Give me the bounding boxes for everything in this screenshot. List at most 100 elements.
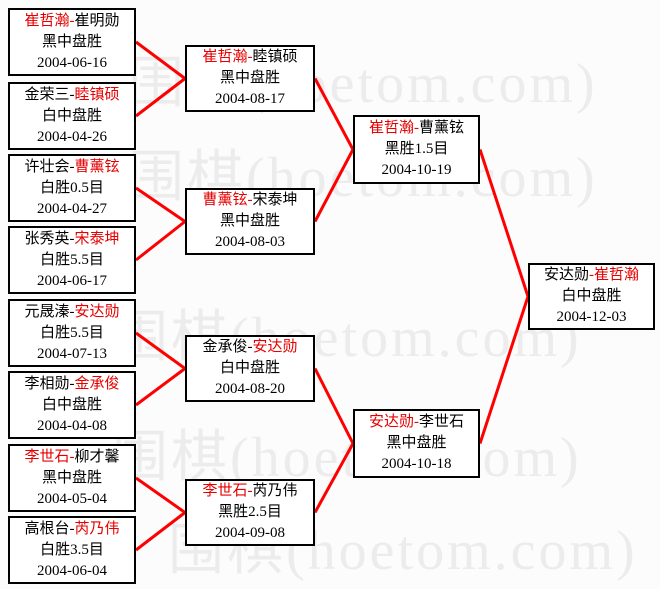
winner-name: 李世石- [202, 483, 253, 499]
match-result: 黑中盘胜 [386, 435, 447, 451]
match-players: 安达勋-崔哲瀚 [530, 265, 653, 286]
player-name: 许壮会- [24, 158, 75, 175]
match-box-r2-4: 李世石-芮乃伟黑胜2.5目 2004-09-08 [185, 479, 315, 546]
player-name: 元晟溱- [24, 303, 75, 320]
winner-name: -崔哲瀚 [589, 267, 639, 283]
bracket-connector-line [478, 296, 530, 444]
bracket-connector-line [135, 511, 186, 552]
match-players: 许壮会-曹薰铉 [10, 157, 134, 178]
match-date: 2004-08-17 [215, 91, 285, 107]
match-players: 金承俊-安达勋 [187, 337, 313, 358]
bracket-connector-line [135, 77, 186, 118]
match-result: 黑胜1.5目 [384, 141, 449, 157]
match-result: 白中盘胜 [219, 360, 280, 376]
match-box-r2-1: 崔哲瀚-睦镇硕黑中盘胜 2004-08-17 [185, 45, 315, 112]
match-box-r4-1: 安达勋-崔哲瀚白中盘胜 2004-12-03 [528, 263, 655, 330]
match-date: 2004-08-03 [215, 234, 285, 250]
player-name: 张秀英- [24, 230, 75, 247]
match-result: 黑中盘胜 [219, 213, 280, 229]
match-date: 2004-08-20 [215, 381, 285, 397]
match-date: 2004-06-16 [37, 54, 107, 71]
match-result: 黑中盘胜 [41, 469, 102, 486]
match-date: 2004-06-17 [37, 272, 107, 289]
winner-name: 金承俊 [74, 375, 120, 392]
match-result: 白中盘胜 [41, 396, 102, 413]
match-players: 崔哲瀚-睦镇硕 [187, 47, 313, 68]
match-players: 张秀英-宋泰坤 [10, 229, 134, 250]
match-result: 白胜5.5目 [40, 324, 104, 341]
bracket-connector-line [135, 40, 186, 80]
match-date: 2004-04-27 [37, 200, 107, 217]
match-result: 白中盘胜 [561, 288, 622, 304]
winner-name: 崔哲瀚- [24, 12, 75, 29]
bracket-connector-line [313, 442, 355, 514]
match-date: 2004-05-04 [37, 490, 107, 507]
bracket-connector-line [135, 331, 186, 370]
match-result: 白胜5.5目 [40, 251, 104, 268]
winner-name: 睦镇硕 [74, 86, 120, 103]
winner-name: 曹薰铉- [202, 192, 253, 208]
bracket-connector-line [135, 476, 186, 514]
bracket-connector-line [478, 149, 530, 297]
player-name: 金承俊- [202, 339, 253, 355]
match-date: 2004-12-03 [556, 309, 627, 325]
player-name: 金荣三- [24, 86, 75, 103]
match-players: 崔哲瀚-曹薰铉 [355, 118, 478, 139]
match-date: 2004-09-08 [215, 525, 285, 541]
match-box-r2-3: 金承俊-安达勋白中盘胜 2004-08-20 [185, 335, 315, 402]
bracket-connector-line [313, 148, 355, 223]
match-box-r3-1: 崔哲瀚-曹薰铉黑胜1.5目 2004-10-19 [353, 115, 480, 184]
match-players: 李世石-芮乃伟 [187, 481, 313, 502]
match-result: 黑中盘胜 [219, 70, 280, 86]
player-name: 崔明勋 [74, 12, 120, 29]
match-players: 曹薰铉-宋泰坤 [187, 190, 313, 211]
match-date: 2004-10-19 [381, 162, 452, 178]
match-players: 李世石-柳才馨 [10, 447, 134, 468]
player-name: 李世石 [418, 414, 464, 430]
player-name: 柳才馨 [74, 448, 120, 465]
bracket-connector-line [313, 77, 355, 151]
match-result: 白中盘胜 [41, 107, 102, 124]
bracket-connector-line [135, 220, 186, 262]
player-name: 高根台- [24, 520, 75, 537]
match-box-r1-6: 李相勋-金承俊白中盘胜 2004-04-08 [8, 371, 136, 439]
match-result: 白胜3.5目 [40, 541, 104, 558]
match-date: 2004-06-04 [37, 562, 107, 579]
winner-name: 芮乃伟 [74, 520, 120, 537]
match-players: 安达勋-李世石 [355, 412, 478, 433]
winner-name: 安达勋- [368, 414, 419, 430]
match-date: 2004-07-13 [37, 345, 107, 362]
match-box-r3-2: 安达勋-李世石黑中盘胜 2004-10-18 [353, 409, 480, 478]
match-date: 2004-10-18 [381, 456, 452, 472]
winner-name: 安达勋 [252, 339, 298, 355]
match-players: 元晟溱-安达勋 [10, 302, 134, 323]
bracket-connector-line [313, 367, 355, 445]
winner-name: 崔哲瀚- [368, 120, 419, 136]
winner-name: 宋泰坤 [74, 230, 120, 247]
bracket-connector-line [135, 367, 186, 407]
player-name: 李相勋- [24, 375, 75, 392]
match-date: 2004-04-08 [37, 417, 107, 434]
match-players: 金荣三-睦镇硕 [10, 85, 134, 106]
player-name: 安达勋 [543, 267, 589, 283]
winner-name: 曹薰铉 [74, 158, 120, 175]
player-name: 曹薰铉 [418, 120, 464, 136]
match-players: 崔哲瀚-崔明勋 [10, 11, 134, 32]
match-box-r2-2: 曹薰铉-宋泰坤黑中盘胜 2004-08-03 [185, 188, 315, 255]
player-name: 芮乃伟 [252, 483, 298, 499]
winner-name: 安达勋 [74, 303, 120, 320]
winner-name: 李世石- [24, 448, 75, 465]
match-result: 黑中盘胜 [41, 33, 102, 50]
player-name: 宋泰坤 [252, 192, 298, 208]
match-players: 高根台-芮乃伟 [10, 519, 134, 540]
match-result: 黑胜2.5目 [218, 504, 282, 520]
player-name: 睦镇硕 [252, 49, 298, 65]
